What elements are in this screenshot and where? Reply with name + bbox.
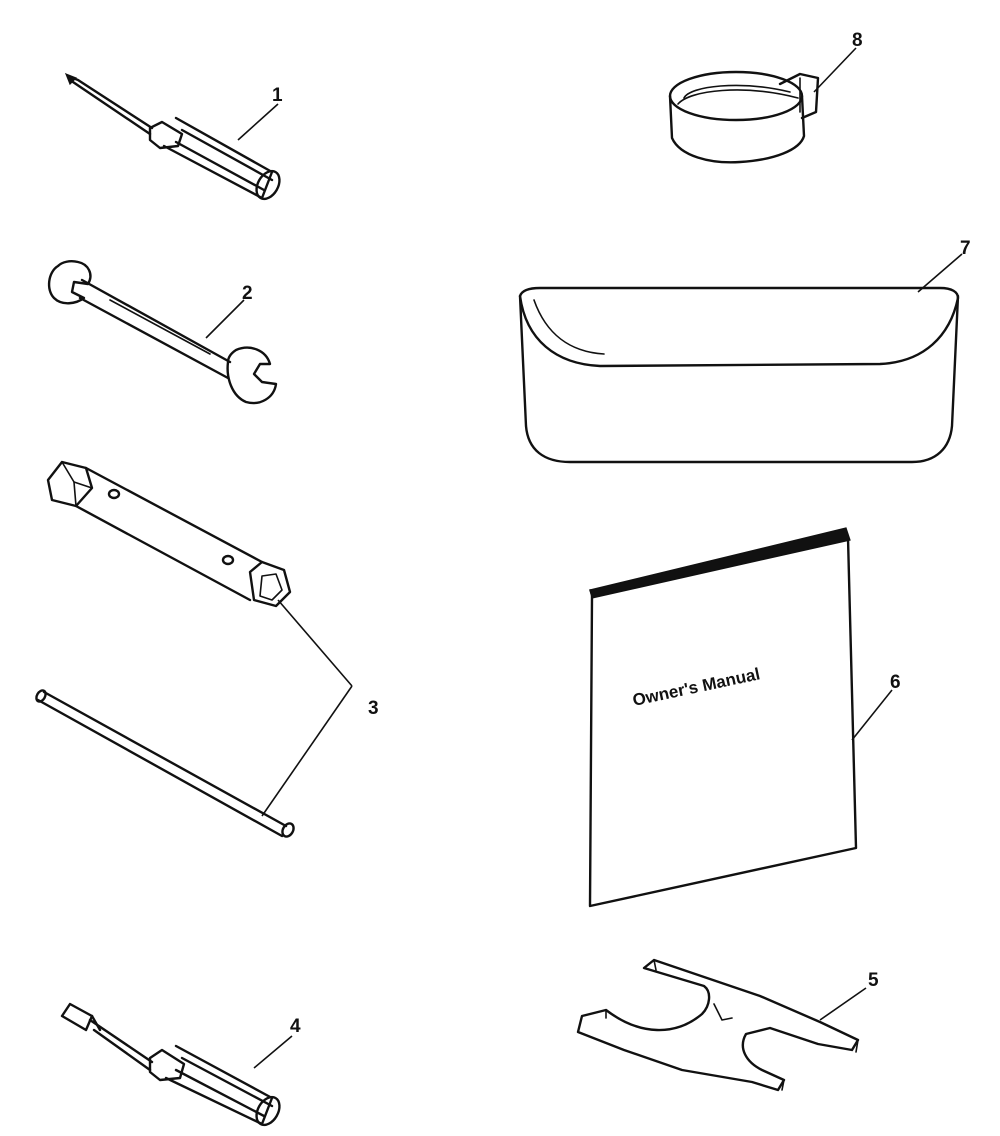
part-5-hook-spanner-icon bbox=[576, 958, 860, 1092]
part-7-tool-pouch-icon bbox=[518, 286, 960, 464]
callout-7: 7 bbox=[960, 238, 971, 259]
leader-line-5 bbox=[819, 987, 867, 1021]
leader-line-2 bbox=[205, 299, 245, 339]
callout-8: 8 bbox=[852, 30, 863, 51]
part-2-open-end-wrench-icon bbox=[47, 260, 278, 405]
part-3-tommy-bar-icon bbox=[35, 689, 295, 838]
leader-line-6 bbox=[851, 689, 893, 741]
leader-line-3a bbox=[277, 599, 353, 687]
part-6-owners-manual-icon: Owner's Manual bbox=[588, 527, 858, 908]
leader-line-7 bbox=[917, 253, 963, 293]
part-4-screwdriver-icon bbox=[60, 1002, 281, 1127]
leader-line-4 bbox=[253, 1035, 293, 1069]
leader-line-1 bbox=[237, 103, 279, 141]
part-1-screwdriver-icon bbox=[64, 72, 281, 201]
callout-2: 2 bbox=[242, 283, 253, 304]
callout-6: 6 bbox=[890, 672, 901, 693]
part-8-strap-icon bbox=[668, 70, 820, 164]
callout-5: 5 bbox=[868, 970, 879, 991]
callout-1: 1 bbox=[272, 85, 283, 106]
part-3-box-wrench-icon bbox=[46, 460, 292, 608]
leader-line-3b bbox=[261, 685, 353, 817]
callout-4: 4 bbox=[290, 1016, 301, 1037]
callout-3: 3 bbox=[368, 698, 379, 719]
manual-cover-title: Owner's Manual bbox=[631, 664, 762, 710]
leader-line-8 bbox=[813, 47, 857, 93]
